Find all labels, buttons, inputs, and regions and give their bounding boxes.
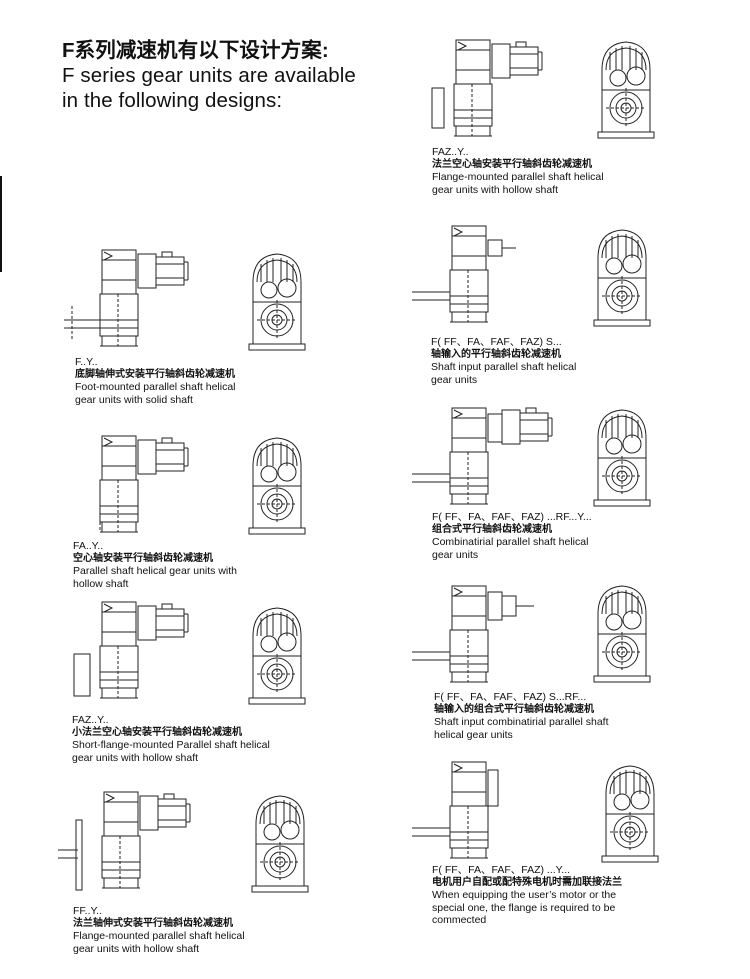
caption-shaft-input: F( FF、FA、FAF、FAZ) S... 轴输入的平行轴斜齿轮减速机 Sha… — [431, 336, 576, 386]
heading-english-line2: in the following designs: — [62, 89, 283, 112]
caption-code-text: FA..Y.. — [73, 540, 104, 552]
caption-code-text: FF..Y.. — [73, 905, 102, 917]
drawing-ff-y — [58, 790, 318, 900]
drawing-fa-y — [62, 432, 322, 540]
caption-code-text: FAZ..Y.. — [432, 146, 469, 158]
caption-english-text: Short-flange-mounted Parallel shaft heli… — [72, 739, 270, 751]
caption-english-text: commected — [432, 914, 487, 926]
caption-english-text: gear units with hollow shaft — [72, 751, 199, 764]
caption-english-text: hollow shaft — [73, 577, 129, 590]
caption-chinese-text: 轴输入的组合式平行轴斜齿轮减速机 — [434, 703, 594, 715]
caption-code-text: F..Y.. — [75, 356, 98, 368]
heading-chinese: F系列减速机有以下设计方案: — [62, 39, 329, 62]
page-heading: F系列减速机有以下设计方案: F series gear units are a… — [62, 38, 402, 113]
caption-fa-y: FA..Y.. 空心轴安装平行轴斜齿轮减速机 Parallel shaft he… — [73, 540, 237, 590]
caption-english-text: gear units with hollow shaft — [432, 183, 559, 196]
caption-combinatorial: F( FF、FA、FAF、FAZ) ...RF...Y... 组合式平行轴斜齿轮… — [432, 511, 592, 561]
caption-english-text: helical gear units — [434, 728, 513, 741]
drawing-combinatorial — [412, 404, 672, 512]
caption-english-text: gear units — [431, 373, 478, 386]
caption-english-text: Shaft input parallel shaft helical — [431, 361, 577, 373]
caption-english-text: Shaft input combinatirial parallel shaft — [434, 716, 609, 728]
drawing-user-motor-flange — [412, 758, 672, 866]
caption-f-y: F..Y.. 底脚轴伸式安装平行轴斜齿轮减速机 Foot-mounted par… — [75, 356, 236, 406]
caption-english-text: gear units — [432, 548, 479, 561]
caption-code-text: F( FF、FA、FAF、FAZ) ...RF...Y... — [432, 511, 592, 523]
caption-code-text: F( FF、FA、FAF、FAZ) S...RF... — [434, 691, 587, 703]
caption-code-text: F( FF、FA、FAF、FAZ) ...Y... — [432, 864, 571, 876]
margin-rule — [0, 176, 2, 272]
drawing-faz-y-flange — [416, 38, 676, 142]
caption-english-text: Combinatirial parallel shaft helical — [432, 536, 589, 548]
caption-faz-y-short: FAZ..Y.. 小法兰空心轴安装平行轴斜齿轮减速机 Short-flange-… — [72, 714, 270, 764]
caption-english-text: Flange-mounted parallel shaft helical — [432, 171, 604, 183]
caption-chinese-text: 轴输入的平行轴斜齿轮减速机 — [431, 348, 561, 360]
caption-chinese-text: 底脚轴伸式安装平行轴斜齿轮减速机 — [75, 368, 235, 380]
drawing-f-y — [62, 248, 322, 358]
caption-chinese-text: 空心轴安装平行轴斜齿轮减速机 — [73, 552, 213, 564]
caption-english-text: Parallel shaft helical gear units with — [73, 565, 238, 577]
drawing-faz-y-short — [62, 600, 322, 710]
caption-code-text: F( FF、FA、FAF、FAZ) S... — [431, 336, 562, 348]
caption-english-text: Flange-mounted parallel shaft helical — [73, 930, 245, 942]
drawing-shaft-input — [412, 222, 672, 332]
caption-chinese-text: 法兰空心轴安装平行轴斜齿轮减速机 — [432, 158, 592, 170]
caption-english-text: gear units with solid shaft — [75, 393, 193, 406]
caption-user-motor-flange: F( FF、FA、FAF、FAZ) ...Y... 电机用户自配或配特殊电机时需… — [432, 864, 622, 927]
caption-shaft-input-combinatorial: F( FF、FA、FAF、FAZ) S...RF... 轴输入的组合式平行轴斜齿… — [434, 691, 609, 741]
caption-ff-y: FF..Y.. 法兰轴伸式安装平行轴斜齿轮减速机 Flange-mounted … — [73, 905, 245, 955]
caption-english-text: Foot-mounted parallel shaft helical — [75, 381, 236, 393]
caption-faz-y-flange: FAZ..Y.. 法兰空心轴安装平行轴斜齿轮减速机 Flange-mounted… — [432, 146, 604, 196]
caption-chinese-text: 法兰轴伸式安装平行轴斜齿轮减速机 — [73, 917, 233, 929]
caption-chinese-text: 电机用户自配或配特殊电机时需加联接法兰 — [432, 876, 622, 888]
caption-code-text: FAZ..Y.. — [72, 714, 109, 726]
drawing-shaft-input-combinatorial — [412, 582, 672, 688]
caption-english-text: gear units with hollow shaft — [73, 942, 200, 955]
caption-english-text: special one, the flange is required to b… — [432, 901, 616, 914]
caption-chinese-text: 小法兰空心轴安装平行轴斜齿轮减速机 — [72, 726, 242, 738]
heading-english-line1: F series gear units are available — [62, 64, 356, 87]
caption-english-text: When equipping the user’s motor or the — [432, 889, 617, 901]
caption-chinese-text: 组合式平行轴斜齿轮减速机 — [432, 523, 552, 535]
